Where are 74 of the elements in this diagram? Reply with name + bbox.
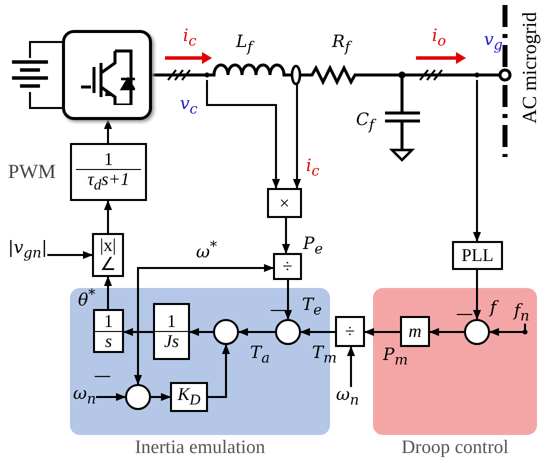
- gain-block: [400, 316, 430, 347]
- block-label: PLL: [461, 246, 494, 265]
- minus-sign: —: [456, 306, 473, 323]
- panel-title: Droop control: [400, 438, 510, 459]
- multiplier-block: [267, 188, 302, 218]
- arrow: [29, 41, 63, 109]
- arrow: [300, 328, 335, 336]
- arrow: [47, 251, 93, 259]
- input-label: f$_{n}$: [514, 303, 530, 324]
- input-label: |v$_{gn}$|: [8, 240, 48, 261]
- block-label: |x|: [100, 236, 116, 255]
- block-label: ∠: [100, 255, 116, 274]
- arrow: [293, 84, 301, 189]
- edge-label: P$_{m}$: [383, 347, 408, 368]
- block-label: m: [408, 322, 422, 341]
- minus-sign: —: [94, 368, 111, 385]
- denominator: s: [104, 332, 112, 350]
- arrow: [347, 346, 355, 387]
- signal-label: i$_{o}$: [432, 28, 446, 49]
- divider-block: [335, 316, 365, 347]
- arrow: [104, 200, 112, 233]
- integrator-block: [93, 309, 124, 353]
- signal-label: v$_{c}$: [180, 96, 198, 117]
- arrow: [364, 328, 400, 336]
- arrow: [189, 328, 213, 336]
- signal-label: L$_{f}$: [236, 34, 253, 55]
- arrow: [429, 328, 464, 336]
- arrow: [473, 80, 481, 242]
- signal-label: C$_{f}$: [356, 112, 374, 133]
- block-caption: PWM: [8, 162, 56, 182]
- arrow: [137, 264, 274, 333]
- signal-label: i$_{c}$: [183, 28, 196, 49]
- numerator: 1: [76, 150, 141, 170]
- edge-label: i$_{c}$: [306, 158, 320, 179]
- denominator: τ$_{d}$s+1: [87, 170, 130, 194]
- arrow: [104, 119, 112, 143]
- numerator: 1: [94, 312, 122, 332]
- bus-label: AC microgrid: [520, 12, 540, 124]
- signal-label: v$_{g}$: [484, 32, 503, 53]
- edge-label: T$_{e}$: [302, 297, 322, 318]
- input-label: ω$_{n}$: [73, 386, 96, 407]
- block-label: ÷: [282, 257, 292, 276]
- block-label: ÷: [345, 322, 355, 341]
- arrow: [282, 218, 290, 254]
- inertia-block: [153, 303, 190, 360]
- arrow: [151, 393, 171, 401]
- block-label: ×: [279, 194, 290, 212]
- arrow: [238, 328, 275, 336]
- arrow: [96, 393, 126, 401]
- divider-block: [273, 253, 302, 280]
- inverter-box: [62, 30, 152, 120]
- edge-label: ω$^{*}$: [196, 240, 217, 262]
- gain-block: [170, 382, 208, 412]
- denominator: Js: [164, 332, 179, 351]
- pll-block: [452, 241, 503, 270]
- magnitude-angle-block: [92, 233, 124, 277]
- input-label: ω$_{n}$: [336, 387, 359, 408]
- arrow: [104, 276, 112, 309]
- numerator: 1: [155, 312, 188, 332]
- arrow: [489, 324, 526, 336]
- arrow: [208, 344, 230, 398]
- arrow: [134, 331, 153, 385]
- edge-label: T$_{a}$: [250, 345, 270, 366]
- arrow: [206, 80, 280, 189]
- edge-label: f: [490, 300, 496, 317]
- arrow: [473, 270, 481, 320]
- block-label: K$_{D}$: [178, 384, 200, 410]
- panel-title: Inertia emulation: [134, 438, 266, 459]
- edge-label: P$_{e}$: [303, 236, 323, 257]
- edge-label: θ$^{*}$: [78, 288, 96, 310]
- arrow: [284, 280, 292, 320]
- edge-label: T$_{m}$: [312, 345, 337, 366]
- transfer-function-block: [70, 143, 147, 201]
- signal-label: R$_{f}$: [332, 34, 350, 55]
